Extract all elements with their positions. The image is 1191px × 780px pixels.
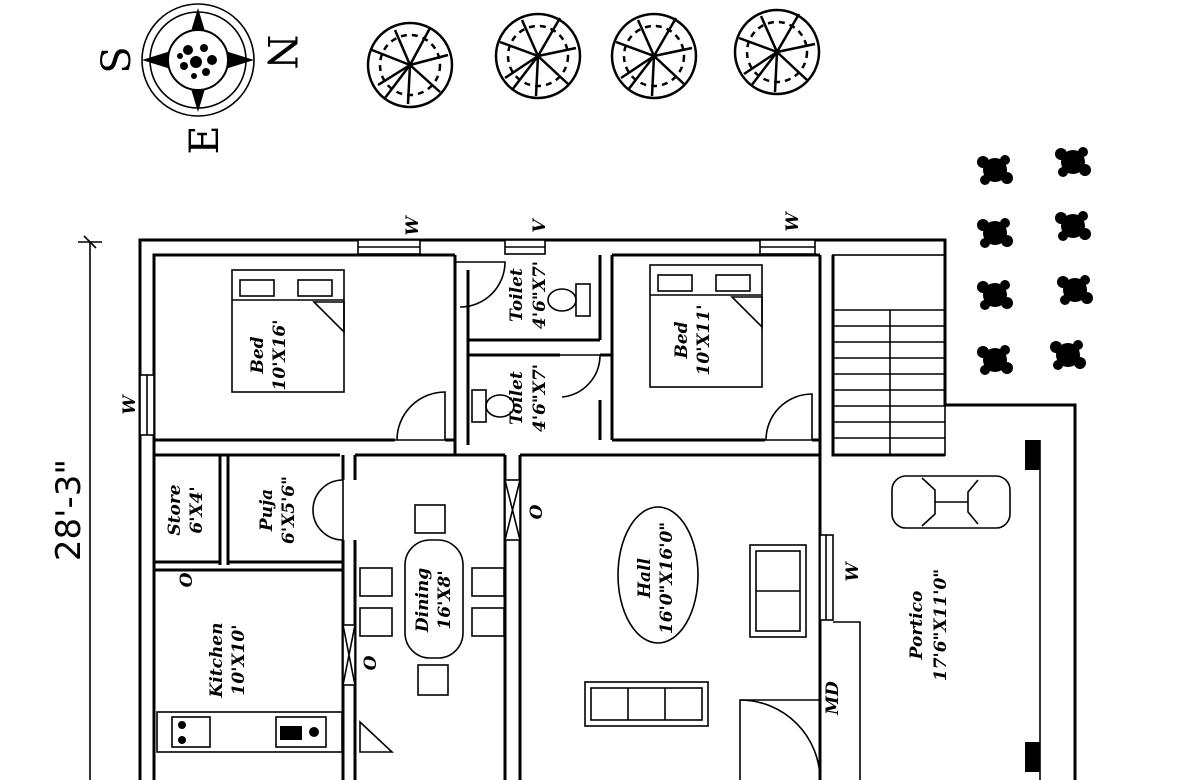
compass-label-e: E — [182, 125, 228, 154]
kitchen-counter — [156, 711, 343, 753]
dining-size: 16'X8' — [435, 570, 455, 629]
bed-icon — [649, 264, 763, 388]
opening-marks: W V W W W O O O MD — [120, 211, 863, 716]
door-main — [739, 699, 821, 780]
window-mark: W — [843, 561, 863, 582]
hall-size: 16'0"X16'0" — [657, 522, 677, 634]
compass-label-s: S — [94, 46, 140, 73]
trees-top — [366, 8, 821, 109]
shrub-icon — [977, 280, 1013, 310]
toilet2-size: 4'6"X7' — [530, 364, 550, 432]
bed1-name: Bed — [248, 336, 268, 374]
tree-icon — [366, 21, 454, 109]
store-size: 6'X4' — [187, 486, 207, 533]
toilet1-size: 4'6"X7' — [530, 261, 550, 329]
door-bed2 — [765, 393, 813, 441]
window-mark: W — [783, 211, 803, 232]
compass-arrow-left — [142, 50, 174, 70]
kitchen-size: 10'X10' — [229, 625, 249, 696]
shrub-icon — [1055, 147, 1091, 177]
opening-mark: O — [177, 572, 197, 587]
hall-name: Hall — [635, 557, 655, 599]
puja-name: Puja — [257, 489, 277, 532]
window-mark: W — [120, 394, 140, 415]
compass-pattern — [177, 44, 217, 79]
dining-name: Dining — [413, 568, 433, 633]
wc-icon — [471, 389, 515, 423]
opening-mark: O — [361, 655, 381, 670]
dining-table-icon — [359, 504, 505, 696]
compass-label-n: N — [258, 35, 304, 70]
bed1-size: 10'X16' — [270, 320, 290, 391]
shrub-icon — [1050, 340, 1086, 370]
opening-mark: O — [527, 504, 547, 519]
compass: S N E — [94, 3, 304, 155]
door-toilet2 — [560, 354, 601, 398]
shrubs — [977, 147, 1093, 375]
sofa-icon — [584, 681, 709, 727]
shrub-icon — [977, 345, 1013, 375]
bed-icon — [231, 269, 345, 393]
shrub-icon — [1057, 275, 1093, 305]
room-labels: Bed 10'X16' Bed 10'X11' Toilet 4'6"X7' T… — [165, 261, 951, 698]
tree-icon — [610, 12, 698, 100]
car-icon — [891, 475, 1011, 529]
shrub-icon — [977, 155, 1013, 185]
shrub-icon — [977, 218, 1013, 248]
portico-name: Portico — [907, 591, 927, 661]
wc-icon — [547, 283, 591, 317]
portico-size: 17'6"X11'0" — [931, 569, 951, 681]
dimension-line: 28'-3" — [49, 235, 102, 780]
toilet1-name: Toilet — [507, 268, 527, 322]
bed2-name: Bed — [672, 321, 692, 359]
basin-icon — [359, 720, 395, 753]
sofa-icon — [749, 544, 807, 638]
pillar — [1025, 440, 1040, 470]
door-bed1 — [395, 391, 446, 441]
store-name: Store — [165, 484, 185, 535]
hall-label-ellipse — [617, 506, 699, 644]
tree-icon — [733, 8, 821, 96]
puja-size: 6'X5'6" — [279, 476, 299, 544]
pillar — [1025, 742, 1040, 772]
door-toilet1 — [455, 261, 506, 308]
shrub-icon — [1055, 211, 1091, 241]
main-door-mark: MD — [823, 681, 843, 716]
toilet2-name: Toilet — [507, 371, 527, 425]
kitchen-name: Kitchen — [207, 623, 227, 699]
bed2-size: 10'X11' — [694, 305, 714, 376]
tree-icon — [494, 12, 582, 100]
doors — [312, 261, 821, 780]
dimension-label: 28'-3" — [49, 459, 89, 561]
windows — [139, 239, 834, 686]
door-puja — [312, 479, 344, 541]
compass-arrow-right — [222, 50, 254, 70]
ventilator-mark: V — [530, 218, 550, 233]
staircase — [832, 254, 946, 456]
window-mark: W — [403, 215, 423, 236]
